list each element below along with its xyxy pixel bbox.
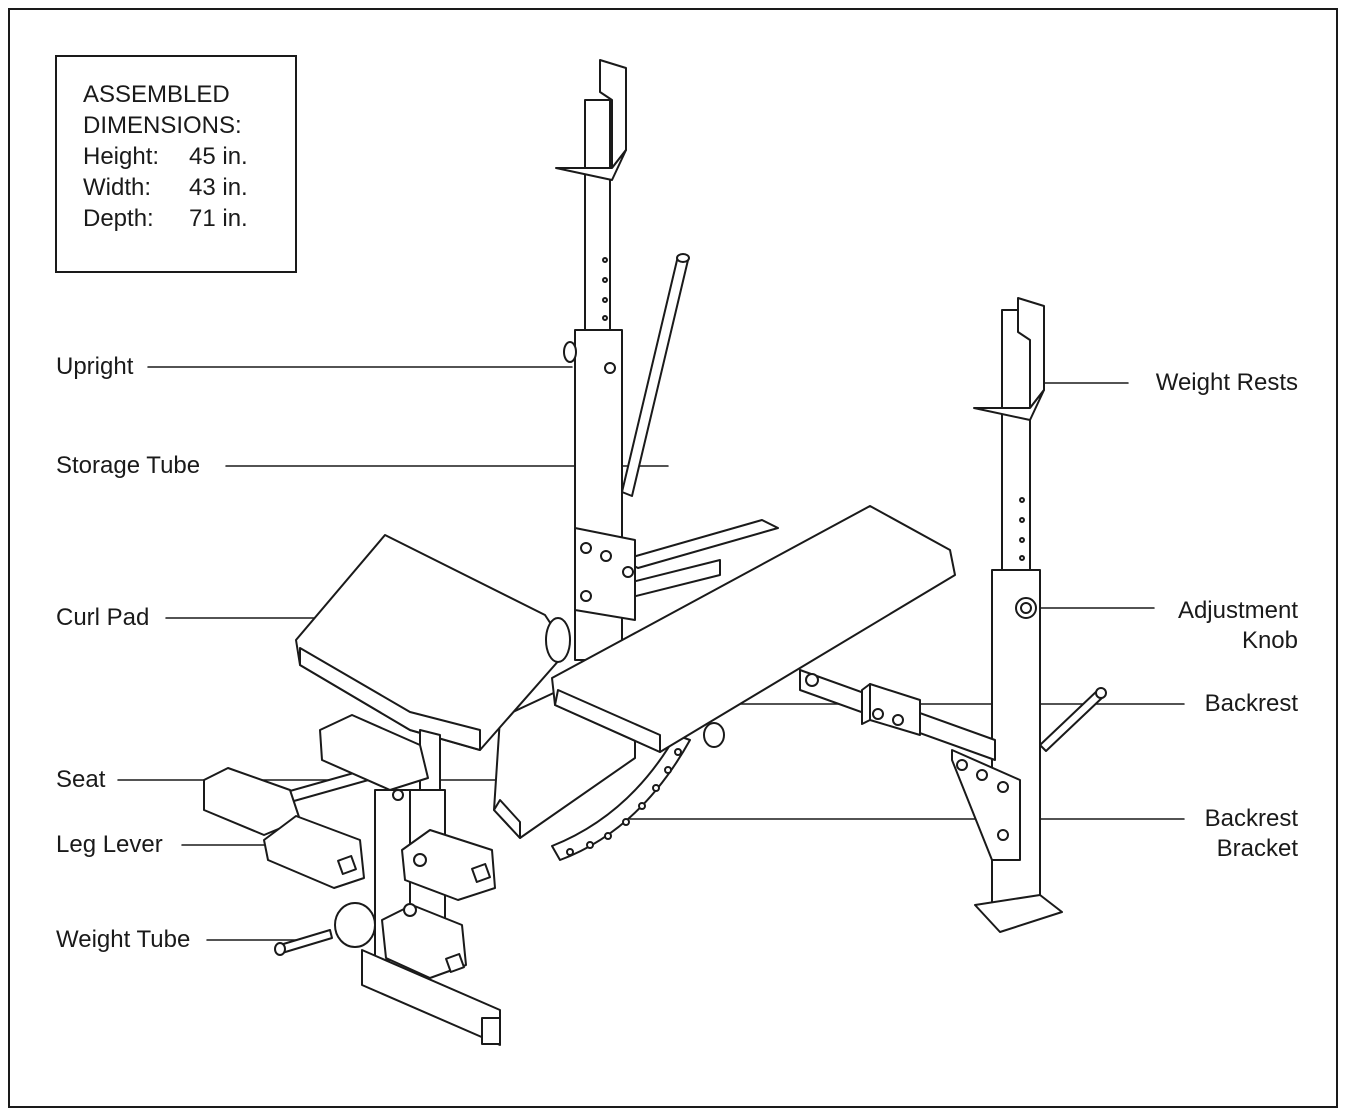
rear-frame	[619, 519, 779, 601]
label-seat: Seat	[56, 766, 106, 793]
dimensions-title-line1: ASSEMBLED	[83, 81, 230, 108]
backrest-pad	[551, 505, 956, 753]
label-upright: Upright	[56, 353, 134, 380]
right-upright	[951, 297, 1063, 933]
dimension-row-height: Height: 45 in.	[83, 141, 248, 172]
storage-tubes	[621, 253, 1107, 752]
dimension-key: Depth:	[83, 205, 154, 232]
curl-pad-drawing	[295, 534, 571, 791]
left-upright	[555, 59, 636, 661]
leg-lever-drawing	[203, 714, 501, 1046]
label-adjustment-knob: Adjustment Knob	[1178, 596, 1298, 656]
label-storage-tube: Storage Tube	[56, 452, 201, 479]
dimension-row-width: Width: 43 in.	[83, 172, 248, 203]
dimension-key: Height:	[83, 143, 160, 170]
backrest-bracket	[551, 722, 725, 861]
dimensions-title-line2: DIMENSIONS:	[83, 112, 242, 139]
label-weight-rests: Weight Rests	[1155, 369, 1298, 396]
label-leg-lever: Leg Lever	[56, 831, 163, 858]
label-weight-tube: Weight Tube	[56, 926, 191, 953]
assembled-dimensions-box: ASSEMBLED DIMENSIONS: Height: 45 in. Widt…	[55, 55, 297, 273]
dimension-value: 71 in.	[189, 205, 248, 232]
label-curl-pad: Curl Pad	[56, 604, 150, 631]
label-backrest-bracket: Backrest Bracket	[1205, 804, 1298, 864]
dimension-row-depth: Depth: 71 in.	[83, 203, 248, 234]
label-backrest: Backrest	[1204, 690, 1298, 717]
label-adjustment-knob-line1: Adjustment	[1177, 597, 1298, 624]
label-adjustment-knob-line2: Knob	[1241, 627, 1298, 654]
label-backrest-bracket-line1: Backrest	[1204, 805, 1298, 832]
label-backrest-bracket-line2: Bracket	[1216, 835, 1298, 862]
dimension-value: 45 in.	[189, 143, 248, 170]
dimension-value: 43 in.	[189, 174, 248, 201]
cross-bar	[799, 669, 996, 761]
dimension-key: Width:	[83, 174, 152, 201]
dimensions-title: ASSEMBLED DIMENSIONS:	[83, 79, 242, 141]
